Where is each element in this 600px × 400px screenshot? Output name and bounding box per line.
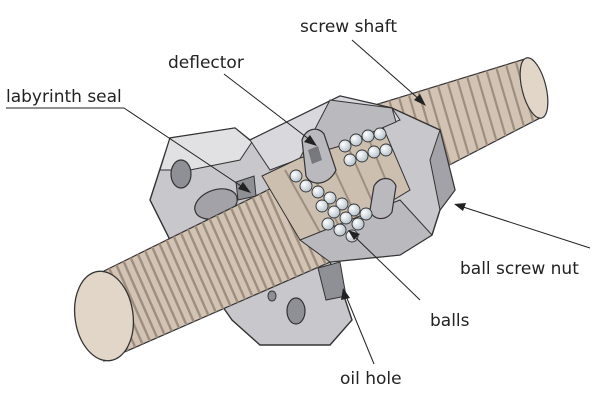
shaft-thread [175,221,222,323]
leader-labyrinth-seal [6,107,245,189]
ball [333,223,347,237]
ball [367,145,381,159]
ball [327,205,341,219]
leader-screw-shaft [351,39,421,101]
shaft-thread [189,214,236,316]
ball [339,211,353,225]
ball [361,129,375,143]
shaft-thread [196,211,243,313]
ball [338,139,352,153]
shaft-thread [225,197,272,299]
flange-bolt-hole [267,290,277,302]
shaft-thread [433,74,464,172]
arrow-screw-shaft [414,94,426,106]
shaft-thread [160,228,207,330]
shaft-right-end [519,57,549,119]
shaft-thread [232,194,280,296]
ball [347,203,361,217]
label-deflector: deflector [168,53,244,73]
shaft-thread [109,251,157,353]
flange-bolt-hole [170,159,192,189]
leader-deflector [223,73,311,141]
shaft-thread [254,184,301,286]
shaft-thread [138,238,186,340]
label-balls: balls [430,311,470,331]
label-ball-screw-nut: ball screw nut [460,259,579,279]
shaft-thread [443,70,474,168]
ball [289,169,303,183]
ball [311,185,325,199]
arrow-labyrinth-seal [238,182,251,193]
shaft-thread [146,235,193,337]
shaft-thread [182,218,229,320]
shaft-thread [471,59,502,156]
ball [379,143,393,157]
arrow-deflector [304,135,317,146]
leader-oil-hole [345,295,375,365]
shaft-left-end [73,270,135,362]
label-labyrinth-seal: labyrinth seal [6,87,122,107]
ball [321,217,335,231]
leader-lines [6,39,591,365]
shaft-thread [117,248,164,350]
ball [343,153,357,167]
shaft-thread [240,191,287,293]
ball [355,149,369,163]
ball [349,133,363,147]
shaft-thread [424,78,455,175]
arrow-ball-screw-nut [454,203,466,211]
shaft-thread [247,187,294,289]
arrow-balls [348,230,360,240]
flange-bolt-hole [286,297,306,325]
shaft-thread [261,181,309,283]
shaft-thread [131,241,178,343]
leader-ball-screw-nut [459,205,591,249]
label-screw-shaft: screw shaft [300,17,397,37]
balls [289,127,393,243]
shaft-thread [462,62,493,160]
leader-balls [353,235,421,301]
ball [359,207,373,221]
arrow-oil-hole [341,288,350,300]
shaft-thread [211,204,258,306]
shaft-thread [124,245,171,347]
shaft-thread [452,66,483,164]
shaft-thread [481,58,512,152]
ball [315,199,329,213]
shaft-thread [204,208,251,310]
ball [299,179,313,193]
shaft-thread [153,231,200,333]
ball [373,127,387,141]
ball [323,191,337,205]
shaft-thread [167,224,214,326]
label-oil-hole: oil hole [340,369,402,389]
ball [335,197,349,211]
shaft-thread [218,201,265,303]
ball [351,217,365,231]
